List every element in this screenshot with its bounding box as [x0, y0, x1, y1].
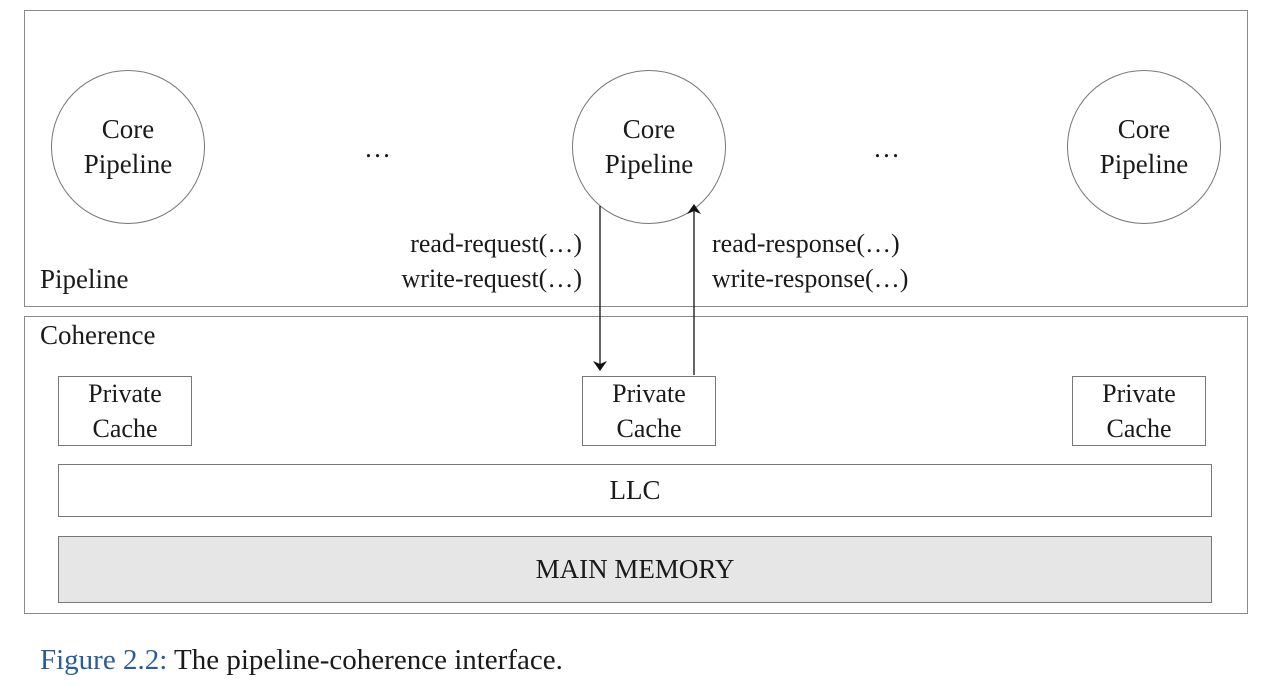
private-cache-left: Private Cache	[58, 376, 192, 446]
main-memory-block: MAIN MEMORY	[58, 536, 1212, 603]
private-cache-right: Private Cache	[1072, 376, 1206, 446]
pipeline-layer	[24, 10, 1248, 307]
core-label-line1: Core	[622, 114, 676, 144]
read-request-label: read-request(…)	[410, 229, 582, 258]
cache-label-line2: Cache	[92, 414, 158, 443]
core-pipeline-center: Core Pipeline	[572, 70, 726, 224]
pipeline-layer-label: Pipeline	[40, 264, 129, 294]
core-label-line2: Pipeline	[1099, 149, 1189, 179]
cache-label-line1: Private	[1102, 379, 1176, 408]
core-label-line1: Core	[1117, 114, 1171, 144]
caption-text: The pipeline-coherence interface.	[174, 644, 563, 676]
core-label-line2: Pipeline	[604, 149, 694, 179]
core-pipeline-left: Core Pipeline	[51, 70, 205, 224]
cache-label-line2: Cache	[616, 414, 682, 443]
coherence-layer	[24, 316, 1248, 614]
ellipsis-left: …	[364, 133, 391, 163]
coherence-layer-label: Coherence	[40, 320, 156, 350]
main-memory-label: MAIN MEMORY	[535, 554, 735, 584]
core-label-line2: Pipeline	[83, 149, 173, 179]
cache-label-line1: Private	[612, 379, 686, 408]
ellipsis-right: …	[873, 133, 900, 163]
cache-label-line2: Cache	[1106, 414, 1172, 443]
caption-prefix: Figure 2.2:	[40, 644, 168, 676]
core-label-line1: Core	[101, 114, 155, 144]
write-request-label: write-request(…)	[401, 264, 582, 293]
cache-label-line1: Private	[88, 379, 162, 408]
figure-caption: Figure 2.2: The pipeline-coherence inter…	[40, 644, 563, 677]
response-messages: read-response(…) write-response(…)	[712, 226, 952, 296]
llc-label: LLC	[609, 475, 661, 505]
llc-block: LLC	[58, 464, 1212, 517]
private-cache-center: Private Cache	[582, 376, 716, 446]
write-response-label: write-response(…)	[712, 264, 909, 293]
read-response-label: read-response(…)	[712, 229, 900, 258]
core-pipeline-right: Core Pipeline	[1067, 70, 1221, 224]
request-messages: read-request(…) write-request(…)	[366, 226, 582, 296]
